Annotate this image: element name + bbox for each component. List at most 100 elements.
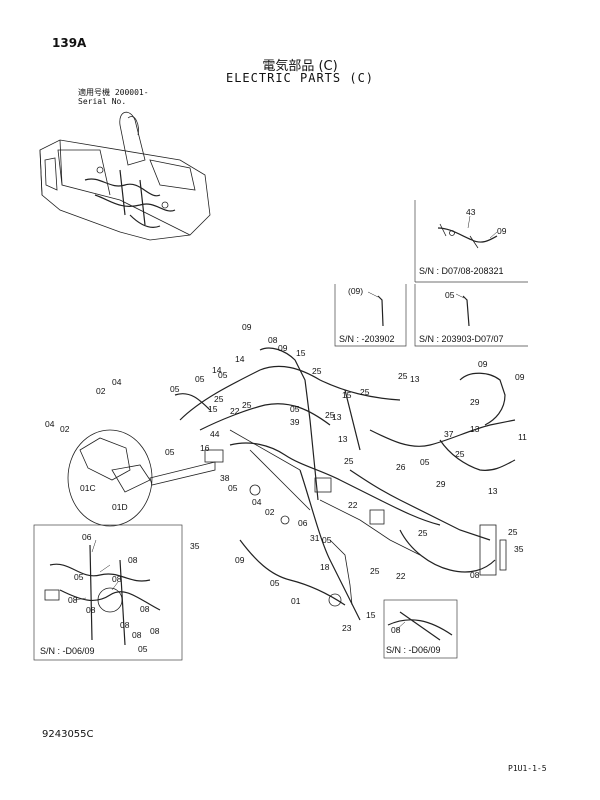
callout: 08 xyxy=(268,335,278,345)
callout: 05 xyxy=(138,644,148,654)
callout: 01 xyxy=(291,596,301,606)
drawing-number: 9243055C xyxy=(42,729,94,740)
callout: 15 xyxy=(296,348,306,358)
callout: 37 xyxy=(444,429,454,439)
callout: 22 xyxy=(230,406,240,416)
callout: 38 xyxy=(220,473,230,483)
callout: 25 xyxy=(325,410,335,420)
callout: 08 xyxy=(112,574,122,584)
callout: 08 xyxy=(86,605,96,615)
callout: 01D xyxy=(112,502,128,512)
callout: 13 xyxy=(338,434,348,444)
sn-label-mid-left: S/N : -203902 xyxy=(339,334,395,344)
callout: 05 xyxy=(74,572,84,582)
callout: 13 xyxy=(470,424,480,434)
callout: 06 xyxy=(298,518,308,528)
callout: 09 xyxy=(497,226,507,236)
callout: 18 xyxy=(320,562,330,572)
callout: 22 xyxy=(396,571,406,581)
callout: 04 xyxy=(112,377,122,387)
callout: 05 xyxy=(195,374,205,384)
callout: 08 xyxy=(150,626,160,636)
callout: 25 xyxy=(398,371,408,381)
inset-mid-right xyxy=(414,284,528,347)
callout: 29 xyxy=(470,397,480,407)
callout: 05 xyxy=(445,290,455,300)
callout: 05 xyxy=(420,457,430,467)
callout: 05 xyxy=(270,578,280,588)
page-code: P1U1-1-5 xyxy=(508,764,547,773)
callout: 15 xyxy=(208,404,218,414)
callout: 11 xyxy=(518,432,527,442)
callout: (09) xyxy=(348,286,363,296)
callout: 05 xyxy=(322,535,332,545)
callout: 05 xyxy=(170,384,180,394)
callout: 25 xyxy=(214,394,224,404)
callout: 06 xyxy=(82,532,92,542)
callout: 04 xyxy=(45,419,55,429)
callout: 08 xyxy=(120,620,130,630)
callout: 26 xyxy=(396,462,406,472)
callout: 13 xyxy=(488,486,498,496)
callout: 13 xyxy=(332,412,342,422)
callout: 43 xyxy=(466,207,476,217)
callout: 09 xyxy=(278,343,288,353)
callout: 25 xyxy=(242,400,252,410)
callout: 08 xyxy=(68,595,78,605)
callout: 02 xyxy=(60,424,70,434)
machine-overview-sketch xyxy=(39,111,211,241)
callout: 14 xyxy=(212,365,222,375)
serial-jp: 適用号機 200001- xyxy=(78,88,149,97)
callout: 23 xyxy=(342,623,352,633)
callout: 09 xyxy=(242,322,252,332)
main-harness xyxy=(174,347,516,621)
sn-label-bottom-left: S/N : -D06/09 xyxy=(40,646,95,656)
callout: 01C xyxy=(80,483,96,493)
callout: 04 xyxy=(252,497,262,507)
callout: 09 xyxy=(478,359,488,369)
callout: 29 xyxy=(436,479,446,489)
callout: 05 xyxy=(218,370,228,380)
callout: 31 xyxy=(310,533,320,543)
callout: 15 xyxy=(342,390,352,400)
serial-en: Serial No. xyxy=(78,97,127,106)
callout: 16 xyxy=(200,443,210,453)
callout: 44 xyxy=(210,429,220,439)
callout: 35 xyxy=(190,541,200,551)
callout: 25 xyxy=(508,527,518,537)
inset-mid-left xyxy=(334,284,407,347)
callout: 05 xyxy=(290,404,300,414)
callout: 05 xyxy=(228,483,238,493)
callout: 39 xyxy=(290,417,300,427)
callout-labels: 09 08 09 05 14 15 25 05 14 02 04 05 25 0… xyxy=(45,207,527,654)
callout: 02 xyxy=(265,507,275,517)
detail-circle xyxy=(67,429,216,527)
callout: 08 xyxy=(140,604,150,614)
callout: 08 xyxy=(128,555,138,565)
callout: 08 xyxy=(470,570,480,580)
callout: 25 xyxy=(312,366,322,376)
serial-range: 適用号機 200001- Serial No. xyxy=(78,88,149,106)
callout: 25 xyxy=(455,449,465,459)
callout: 13 xyxy=(410,374,420,384)
callout: 25 xyxy=(344,456,354,466)
title-english: ELECTRIC PARTS (C) xyxy=(225,71,375,85)
callout: 09 xyxy=(515,372,525,382)
callout: 02 xyxy=(96,386,106,396)
inset-bottom-left xyxy=(33,524,183,661)
inset-bottom-right xyxy=(383,599,458,659)
title-japanese: 電気部品 (C) xyxy=(262,59,338,74)
callout: 08 xyxy=(132,630,142,640)
callout: 09 xyxy=(235,555,245,565)
callout: 22 xyxy=(348,500,358,510)
callout: 05 xyxy=(165,447,175,457)
inset-top-right xyxy=(414,200,528,283)
callout: 25 xyxy=(370,566,380,576)
callout: 08 xyxy=(391,625,401,635)
sn-label-top-right: S/N : D07/08-208321 xyxy=(419,266,504,276)
callout: 15 xyxy=(366,610,376,620)
callout: 25 xyxy=(360,387,370,397)
sn-label-bottom-right: S/N : -D06/09 xyxy=(386,645,441,655)
sn-label-mid-right: S/N : 203903-D07/07 xyxy=(419,334,504,344)
